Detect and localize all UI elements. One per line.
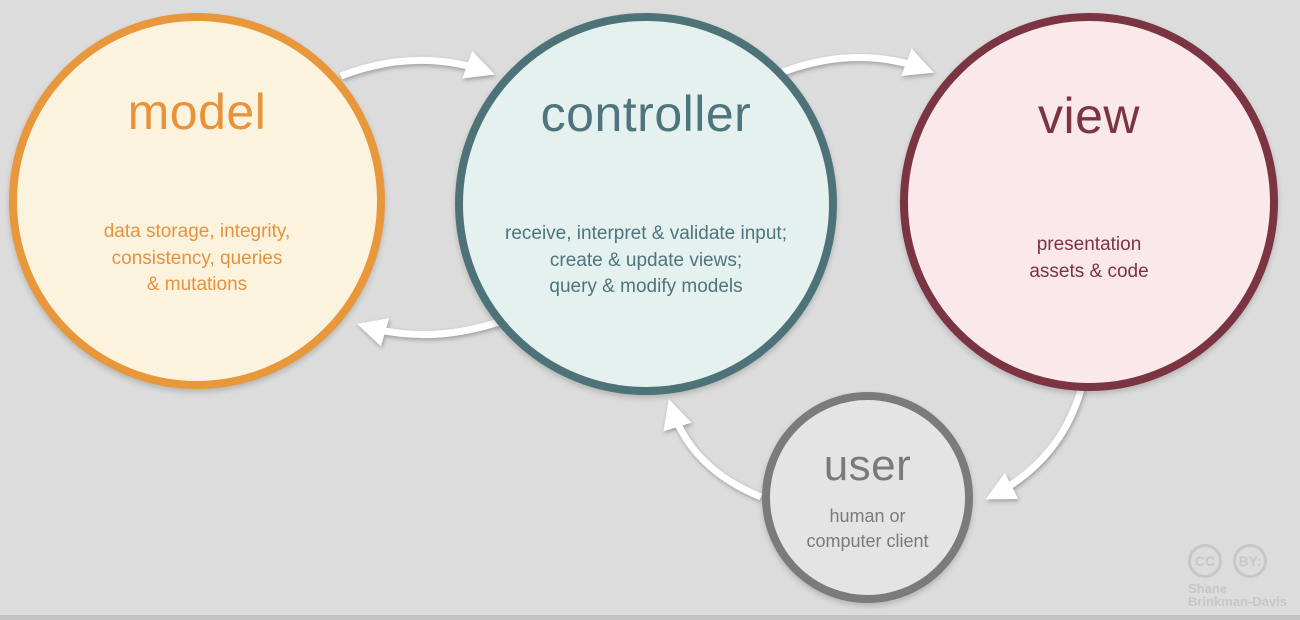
model-description-line: consistency, queries xyxy=(111,247,283,269)
model-description-line: & mutations xyxy=(146,274,248,295)
model-description: data storage, integrity, consistency, qu… xyxy=(17,219,377,299)
user-description-line: computer client xyxy=(806,531,929,551)
node-user: user human or computer client xyxy=(762,392,973,603)
cc-icon-label: CC xyxy=(1194,553,1216,569)
controller-description: receive, interpret & validate input; cre… xyxy=(463,221,829,301)
bottom-edge-bar xyxy=(0,615,1300,620)
arrow-model-to-controller-icon xyxy=(339,50,495,80)
author-name-line: Brinkman-Davis xyxy=(1188,593,1287,609)
cc-by-icon: BY: xyxy=(1233,544,1267,578)
view-description-line: assets & code xyxy=(1029,260,1149,282)
controller-description-line: receive, interpret & validate input; xyxy=(505,223,787,244)
model-title: model xyxy=(127,84,267,140)
author-credit: Shane Brinkman-Davis xyxy=(1188,581,1293,609)
user-description: human or computer client xyxy=(770,504,965,554)
license-badges: CC BY: xyxy=(1188,544,1293,578)
cc-icon: CC xyxy=(1188,544,1222,578)
user-description-line: human or xyxy=(829,506,906,526)
author-name-line: Shane xyxy=(1188,581,1228,596)
node-model: model data storage, integrity, consisten… xyxy=(9,13,385,389)
arrow-controller-to-model-icon xyxy=(356,318,501,347)
arrow-user-to-controller-icon xyxy=(663,398,763,501)
controller-description-line: query & modify models xyxy=(549,276,743,297)
node-controller: controller receive, interpret & validate… xyxy=(455,13,837,395)
model-description-line: data storage, integrity, xyxy=(103,221,291,242)
arrow-view-to-user-icon xyxy=(985,385,1086,500)
license-attribution: CC BY: Shane Brinkman-Davis xyxy=(1188,544,1293,608)
arrow-controller-to-view-icon xyxy=(781,48,934,76)
view-description-line: presentation xyxy=(1036,234,1142,255)
user-title: user xyxy=(823,441,912,490)
cc-by-icon-label: BY: xyxy=(1238,553,1262,569)
controller-title: controller xyxy=(540,86,752,142)
view-title: view xyxy=(1037,88,1141,144)
node-view: view presentation assets & code xyxy=(900,13,1278,391)
view-description: presentation assets & code xyxy=(908,232,1270,285)
controller-description-line: create & update views; xyxy=(549,249,743,271)
